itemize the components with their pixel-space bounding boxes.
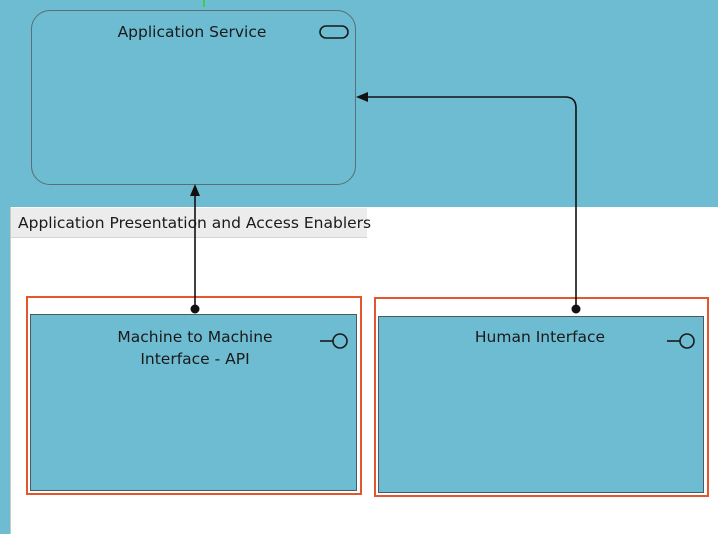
group-header-tab[interactable] [11, 208, 367, 238]
m2m-selection-frame [26, 296, 362, 495]
interface-icon [667, 333, 695, 349]
m2m-to-service-connector[interactable] [190, 184, 200, 314]
interface-icon [320, 333, 348, 349]
human-interface-node[interactable] [378, 316, 704, 493]
application-service-node[interactable] [31, 10, 356, 185]
service-icon [319, 25, 349, 39]
m2m-interface-node[interactable] [30, 314, 357, 491]
human-interface-title: Human Interface [474, 328, 606, 346]
hi-selection-frame [374, 297, 709, 497]
hi-to-service-connector[interactable] [356, 92, 581, 314]
m2m-interface-title: Machine to Machine Interface - API [80, 326, 310, 370]
m2m-title-line1: Machine to Machine [117, 328, 273, 346]
m2m-title-line2: Interface - API [140, 350, 250, 368]
application-service-title: Application Service [117, 23, 267, 41]
